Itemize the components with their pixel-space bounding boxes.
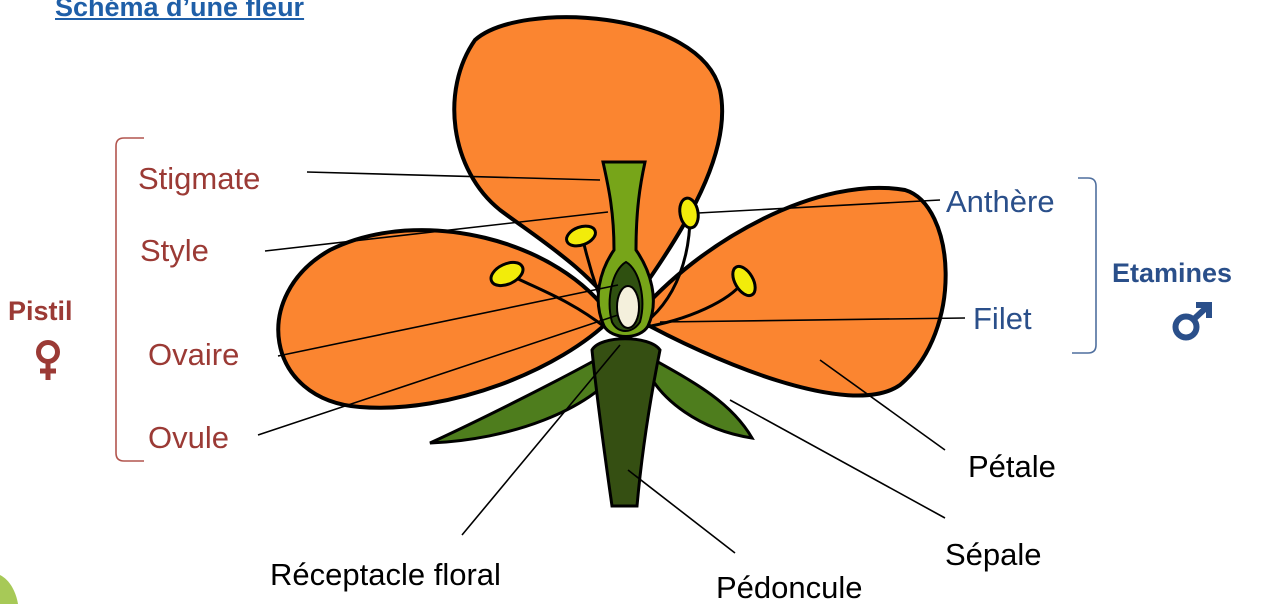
- receptacle: [592, 339, 660, 506]
- line-pedoncule: [628, 470, 735, 553]
- label-filet: Filet: [973, 303, 1032, 334]
- label-ovaire: Ovaire: [148, 339, 239, 370]
- line-sepale: [730, 400, 945, 518]
- label-pedoncule: Pédoncule: [716, 572, 863, 603]
- label-petale: Pétale: [968, 451, 1056, 482]
- ovule: [617, 286, 639, 328]
- group-pistil: Pistil: [8, 298, 73, 325]
- label-sepale: Sépale: [945, 539, 1042, 570]
- group-etamines: Etamines: [1112, 260, 1232, 287]
- label-style: Style: [140, 235, 209, 266]
- corner-accent: [0, 575, 18, 604]
- venus-icon: [33, 338, 63, 382]
- label-ovule: Ovule: [148, 422, 229, 453]
- label-anthere: Anthère: [946, 186, 1055, 217]
- label-receptacle: Réceptacle floral: [270, 559, 501, 590]
- label-stigmate: Stigmate: [138, 163, 260, 194]
- etamines-bracket: [1072, 178, 1096, 353]
- mars-icon: [1170, 300, 1216, 344]
